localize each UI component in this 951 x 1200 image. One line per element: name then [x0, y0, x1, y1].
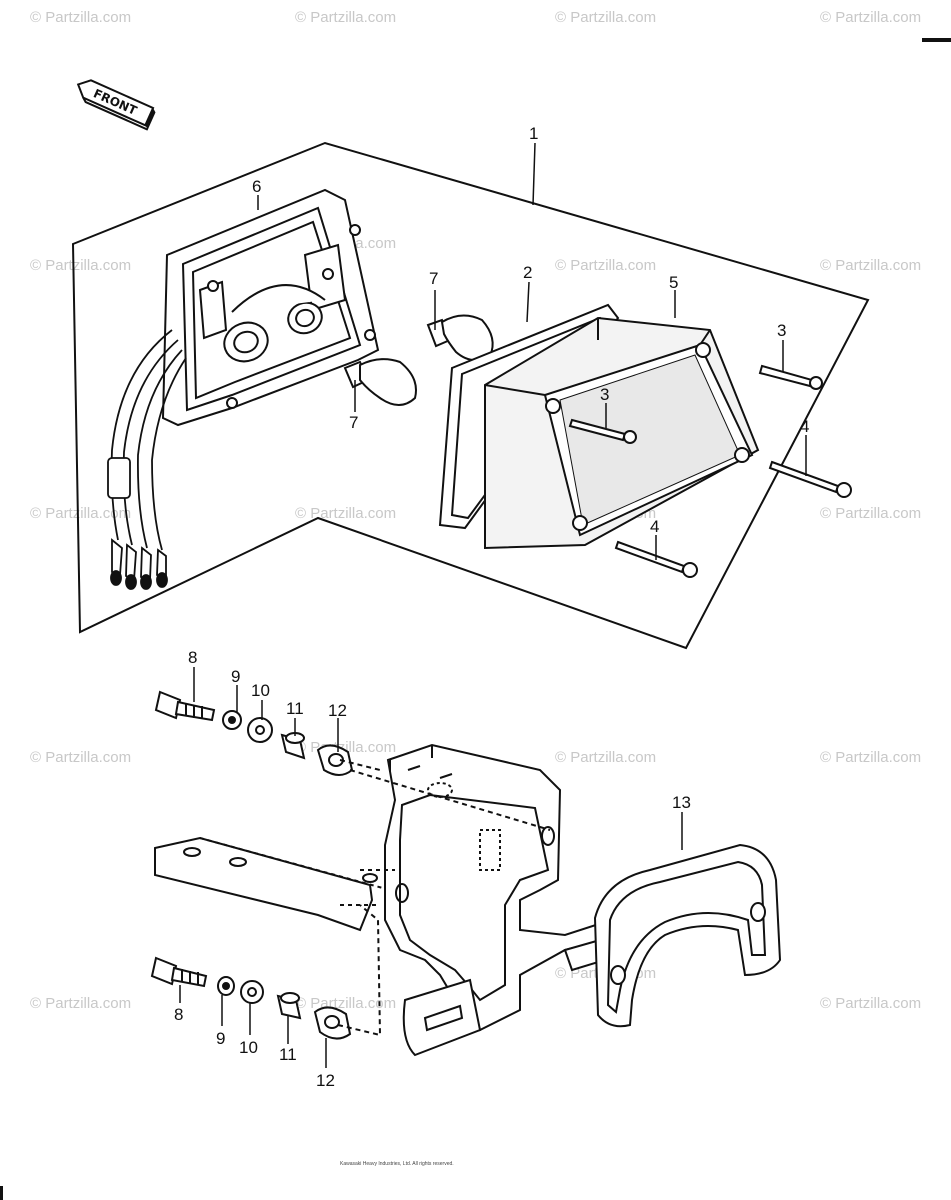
- wiring-harness: [107, 329, 187, 590]
- callout-8: 8: [188, 648, 197, 667]
- callout-11: 11: [279, 1045, 297, 1064]
- bulb: [343, 314, 494, 406]
- watermark-text: © Partzilla.com: [30, 505, 131, 522]
- mounting-bracket: [154, 743, 607, 1057]
- callout-5: 5: [669, 273, 678, 292]
- watermark-text: © Partzilla.com: [295, 505, 396, 522]
- watermark-text: © Partzilla.com: [555, 749, 656, 766]
- watermark-text: © Partzilla.com: [295, 9, 396, 26]
- watermark-text: © Partzilla.com: [820, 995, 921, 1012]
- watermark-text: © Partzilla.com: [820, 9, 921, 26]
- screw: [568, 364, 852, 578]
- callout-10: 10: [251, 681, 270, 700]
- callout-13: 13: [672, 793, 691, 812]
- callout-7: 7: [349, 413, 358, 432]
- leader-lines: [179, 142, 807, 1068]
- watermark-text: © Partzilla.com: [30, 995, 131, 1012]
- lamp-base: [161, 188, 380, 427]
- callout-7: 7: [429, 269, 438, 288]
- assembly-outline: [71, 141, 870, 650]
- callout-8: 8: [174, 1005, 183, 1024]
- watermark-text: © Partzilla.com: [295, 995, 396, 1012]
- callout-4: 4: [650, 517, 659, 536]
- page-edge-mark: [0, 1186, 3, 1200]
- page-edge-mark: [922, 38, 951, 42]
- callout-6: 6: [252, 177, 261, 196]
- bracket-cover: [593, 843, 782, 1028]
- callout-3: 3: [600, 385, 609, 404]
- callout-11: 11: [286, 699, 304, 718]
- callout-9: 9: [216, 1029, 225, 1048]
- hardware-lower: [150, 956, 352, 1040]
- callout-12: 12: [316, 1071, 335, 1090]
- watermark-text: © Partzilla.com: [820, 749, 921, 766]
- watermark-text: © Partzilla.com: [820, 257, 921, 274]
- copyright-text: Kawasaki Heavy Industries, Ltd. All righ…: [340, 1161, 454, 1167]
- watermark-text: © Partzilla.com: [30, 9, 131, 26]
- callout-9: 9: [231, 667, 240, 686]
- watermark-text: © Partzilla.com: [820, 505, 921, 522]
- watermark-text: © Partzilla.com: [30, 257, 131, 274]
- watermark-text: © Partzilla.com: [555, 257, 656, 274]
- callout-12: 12: [328, 701, 347, 720]
- callouts: 1 2 3 3 4 4 5 6 7 7 8 9 10 11 12 13 8 9 …: [174, 124, 809, 1090]
- watermark-text: © Partzilla.com: [30, 749, 131, 766]
- callout-3: 3: [777, 321, 786, 340]
- callout-2: 2: [523, 263, 532, 282]
- hardware-upper: [154, 690, 354, 776]
- callout-4: 4: [800, 417, 809, 436]
- front-arrow-icon: FRONT: [76, 79, 156, 131]
- callout-1: 1: [529, 124, 538, 143]
- watermark-text: © Partzilla.com: [555, 9, 656, 26]
- callout-10: 10: [239, 1038, 258, 1057]
